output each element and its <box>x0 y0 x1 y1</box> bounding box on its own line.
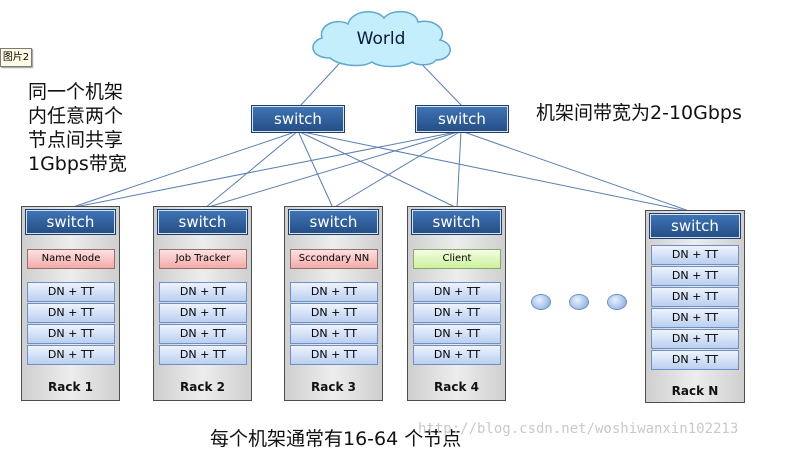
node-box: DN + TT <box>651 287 739 307</box>
figure-tag: 图片2 <box>0 48 32 67</box>
rack-1: switch Name Node DN + TT DN + TT DN + TT… <box>21 206 120 401</box>
ellipsis-dot <box>569 294 589 310</box>
core1-rack3-link <box>297 130 334 209</box>
world-cloud-shape <box>312 10 451 68</box>
node-box: DN + TT <box>27 324 115 344</box>
nodes-per-rack-note: 每个机架通常有16-64 个节点 <box>210 428 462 450</box>
rack-label: Rack 3 <box>311 380 356 394</box>
rack-2: switch Job Tracker DN + TT DN + TT DN + … <box>153 206 252 401</box>
rack-role-box: Job Tracker <box>159 249 247 269</box>
rack-switch: switch <box>288 209 379 235</box>
node-box: DN + TT <box>290 303 378 323</box>
node-box: DN + TT <box>159 345 247 365</box>
node-box: DN + TT <box>413 345 501 365</box>
node-box: DN + TT <box>651 350 739 370</box>
rack-switch: switch <box>411 209 502 235</box>
node-box: DN + TT <box>651 245 739 265</box>
rack-role-box: Name Node <box>27 249 115 269</box>
core1-rack4-link <box>297 130 458 209</box>
node-box: DN + TT <box>290 282 378 302</box>
core2-rackn-link <box>460 130 693 213</box>
note-line: 节点间共享 <box>28 129 124 151</box>
rack-label: Rack 4 <box>434 380 479 394</box>
note-line: 内任意两个 <box>28 105 124 127</box>
node-box: DN + TT <box>413 324 501 344</box>
core2-rack3-link <box>332 130 462 209</box>
node-box: DN + TT <box>159 282 247 302</box>
node-box: DN + TT <box>27 303 115 323</box>
inter-rack-bandwidth-note: 机架间带宽为2-10Gbps <box>536 102 742 124</box>
core-switch-right: switch <box>415 105 509 133</box>
node-box: DN + TT <box>413 303 501 323</box>
rack-role-box: Client <box>413 249 501 269</box>
core2-rack2-link <box>204 130 462 209</box>
core-switch-left: switch <box>251 105 345 133</box>
node-box: DN + TT <box>651 266 739 286</box>
rack-switch: switch <box>25 209 116 235</box>
core1-rack1-link <box>69 130 299 209</box>
node-box: DN + TT <box>413 282 501 302</box>
intra-rack-bandwidth-note: 同一个机架 内任意两个 节点间共享 1Gbps带宽 <box>28 80 158 176</box>
core2-rack4-link <box>456 130 462 209</box>
rack-label: Rack N <box>671 384 719 398</box>
node-box: DN + TT <box>290 324 378 344</box>
rack-switch: switch <box>649 213 741 239</box>
core1-rackn-link <box>297 130 693 213</box>
note-line: 同一个机架 <box>28 81 124 103</box>
rack-label: Rack 2 <box>180 380 225 394</box>
ellipsis-dot <box>607 294 627 310</box>
core2-rack1-link <box>69 130 462 209</box>
watermark-url: http://blog.csdn.net/woshiwanxin102213 <box>418 421 739 437</box>
node-box: DN + TT <box>159 324 247 344</box>
world-label: World <box>356 29 406 49</box>
node-box: DN + TT <box>290 345 378 365</box>
node-box: DN + TT <box>159 303 247 323</box>
core1-rack2-link <box>204 130 299 209</box>
node-box: DN + TT <box>651 308 739 328</box>
rack-switch: switch <box>157 209 248 235</box>
rack-3: switch Sccondary NN DN + TT DN + TT DN +… <box>284 206 383 401</box>
note-line: 1Gbps带宽 <box>28 153 127 175</box>
ellipsis-dot <box>531 294 551 310</box>
rack-4: switch Client DN + TT DN + TT DN + TT DN… <box>407 206 506 401</box>
rack-label: Rack 1 <box>48 380 93 394</box>
node-box: DN + TT <box>27 345 115 365</box>
node-box: DN + TT <box>27 282 115 302</box>
rack-role-box: Sccondary NN <box>290 249 378 269</box>
node-box: DN + TT <box>651 329 739 349</box>
rack-n: switch DN + TT DN + TT DN + TT DN + TT D… <box>645 210 745 403</box>
